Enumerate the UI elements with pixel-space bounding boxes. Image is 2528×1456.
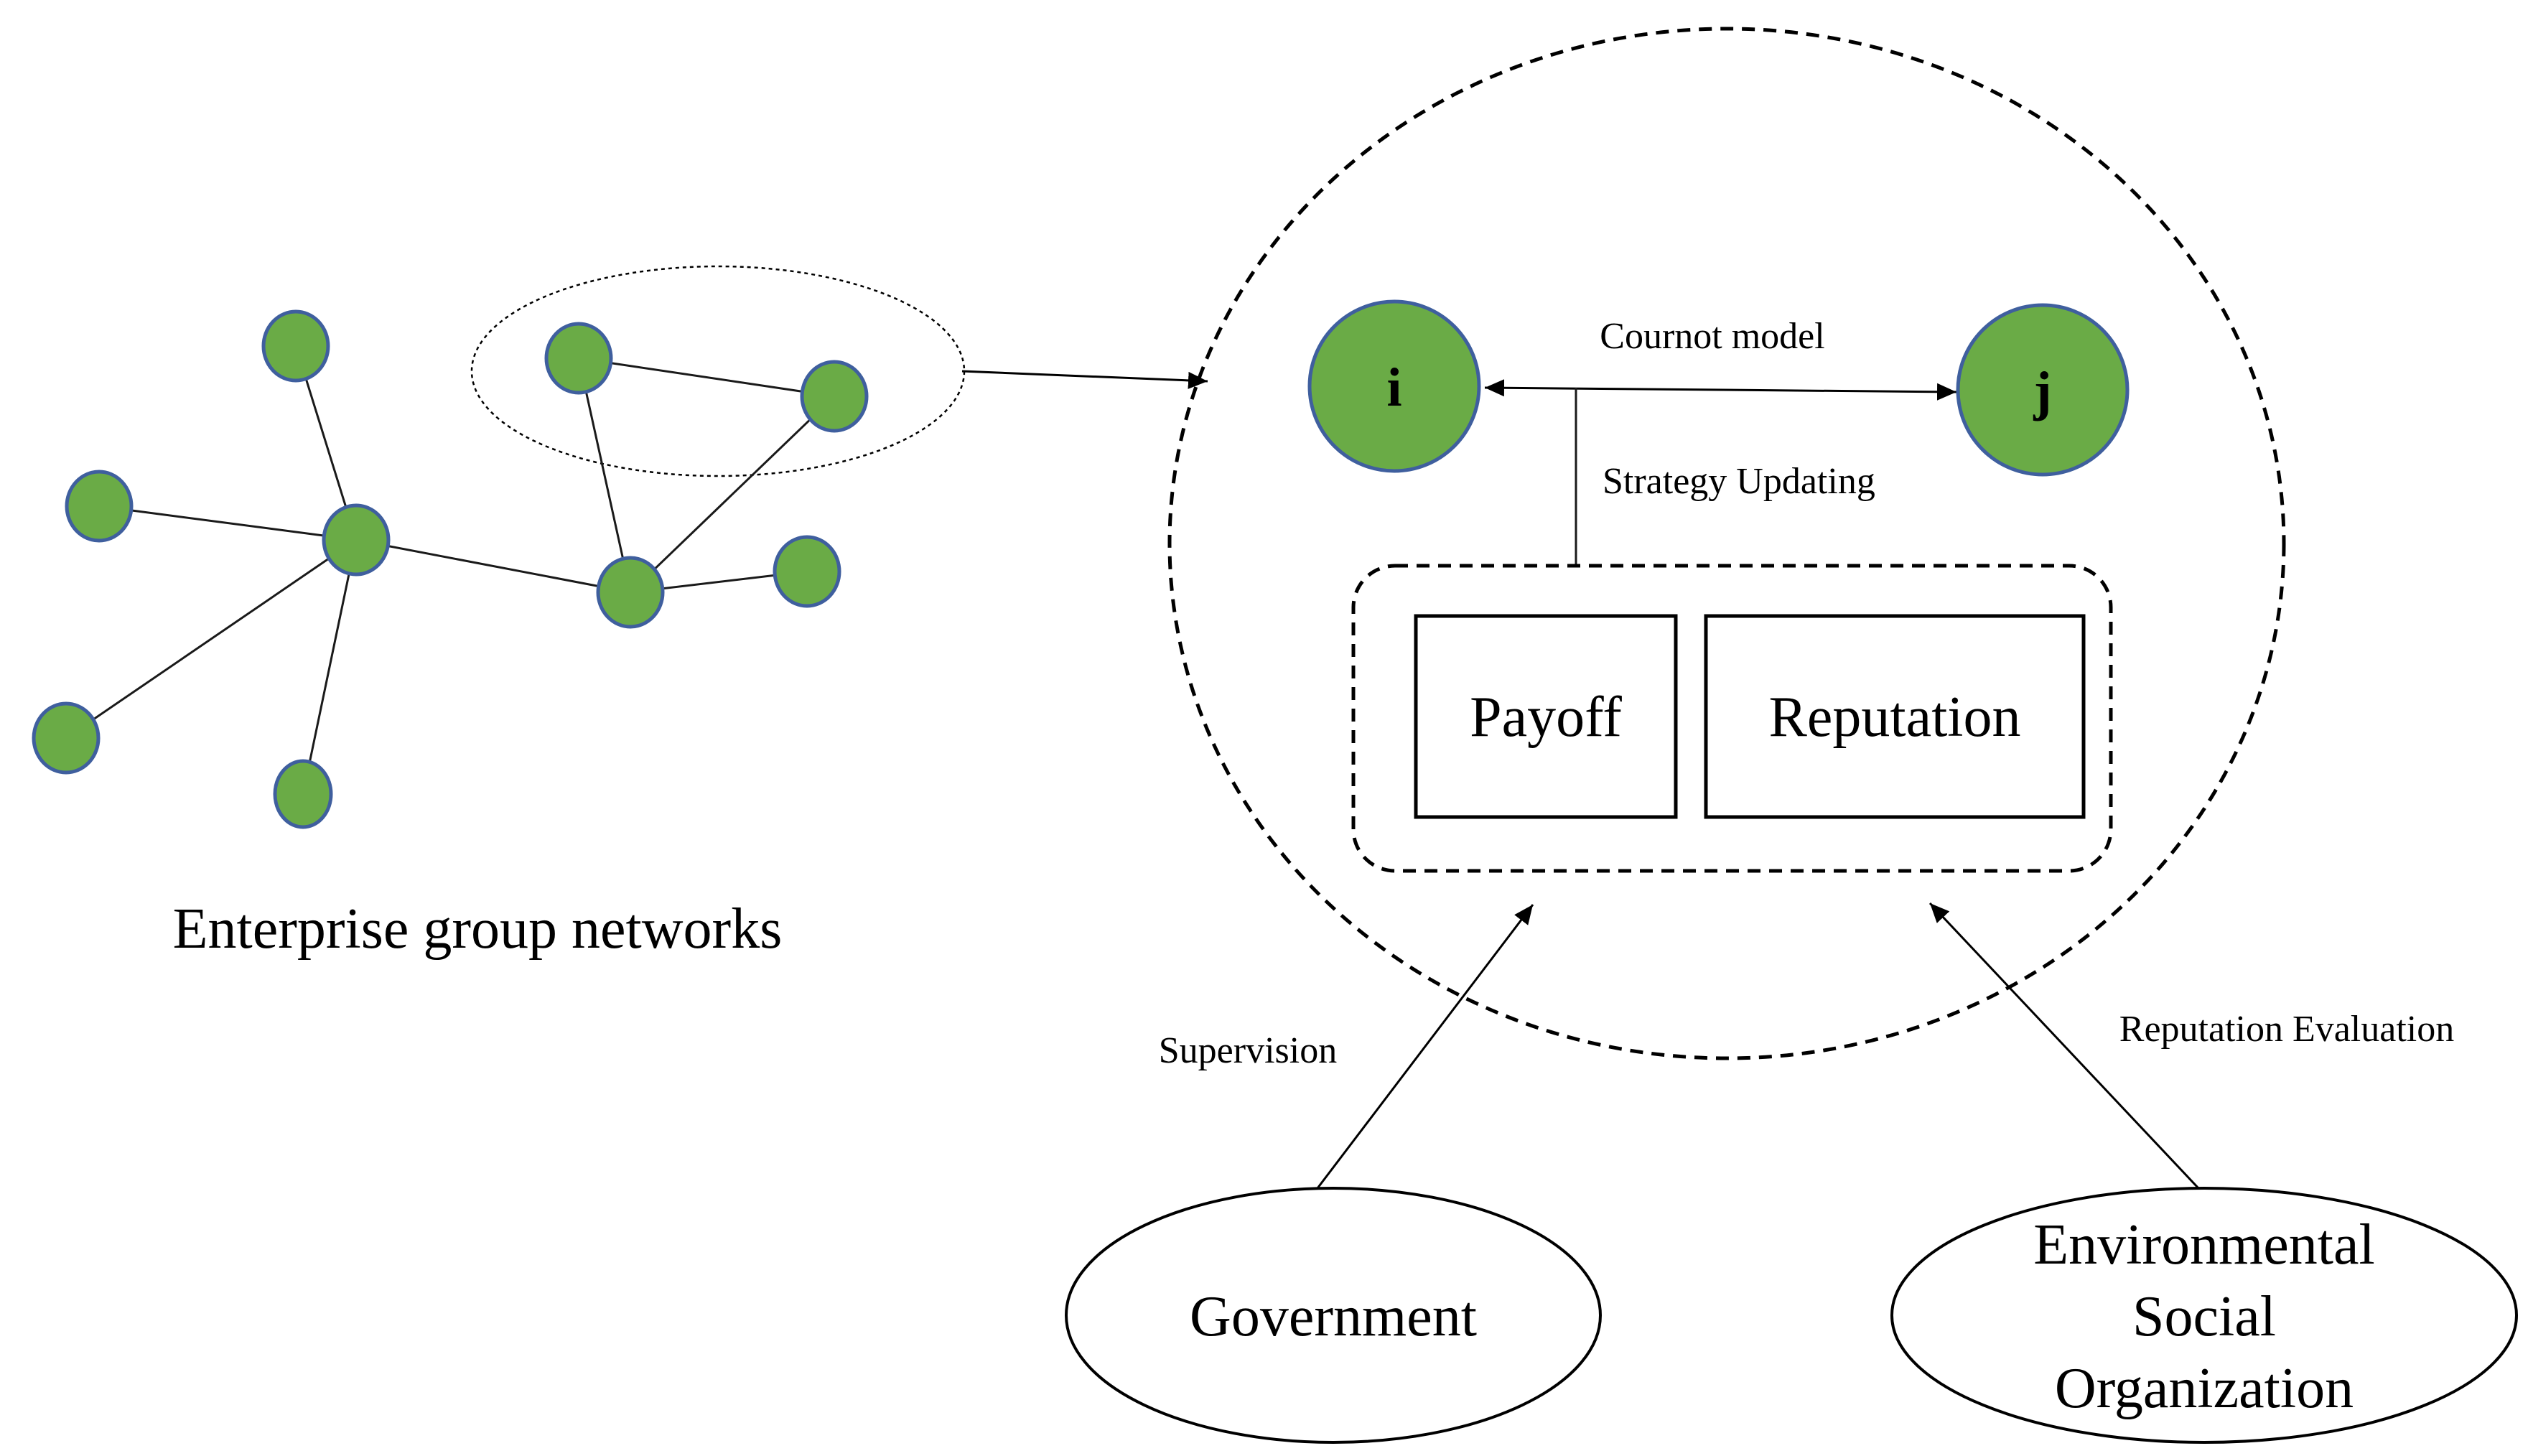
network-edge bbox=[577, 358, 632, 593]
eso-label-line-1: Environmental bbox=[2033, 1213, 2374, 1277]
game-boundary-circle bbox=[1167, 27, 2286, 1060]
player-j-node: j bbox=[1956, 303, 2130, 477]
player-i-circle bbox=[1307, 299, 1481, 473]
network-edge bbox=[98, 505, 357, 541]
player-j-label: j bbox=[2033, 361, 2051, 421]
strategy-update-label: Strategy Updating bbox=[1603, 461, 1875, 502]
network-node bbox=[65, 470, 134, 543]
network-node bbox=[32, 701, 101, 775]
cournot-label: Cournot model bbox=[1600, 316, 1824, 357]
eso-label-line-2: Social bbox=[2132, 1285, 2276, 1348]
government-ellipse bbox=[1065, 1187, 1602, 1444]
eso-label-line-3: Organization bbox=[2055, 1357, 2354, 1420]
attributes-container bbox=[1351, 564, 2113, 873]
player-j-circle bbox=[1956, 303, 2130, 477]
player-i-node: i bbox=[1307, 299, 1481, 473]
payoff-box bbox=[1414, 614, 1678, 819]
supervision-label: Supervision bbox=[1159, 1030, 1337, 1071]
network-node bbox=[544, 322, 613, 395]
network-edge bbox=[65, 538, 357, 739]
network-node bbox=[596, 556, 665, 629]
cournot-arrow bbox=[1484, 379, 1957, 401]
network-node bbox=[322, 503, 391, 577]
reputation-evaluation-arrow bbox=[1928, 902, 2200, 1190]
eso-actor: Reputation Evaluation Environmental Soci… bbox=[1890, 902, 2518, 1444]
government-actor: Supervision Government bbox=[1065, 904, 1602, 1444]
supervision-arrow bbox=[1316, 904, 1534, 1189]
reputation-label: Reputation bbox=[1768, 686, 2020, 749]
selected-subnetwork-ellipse bbox=[470, 265, 966, 477]
zoom-arrow bbox=[961, 370, 1208, 389]
network-node bbox=[800, 360, 869, 433]
network-node bbox=[273, 759, 333, 829]
network-node bbox=[773, 535, 841, 608]
game-detail: Cournot model Strategy Updating i j Payo… bbox=[1167, 27, 2286, 1060]
network-edge bbox=[355, 538, 631, 594]
network-caption: Enterprise group networks bbox=[173, 897, 783, 961]
enterprise-network: Enterprise group networks bbox=[32, 265, 966, 961]
payoff-label: Payoff bbox=[1470, 686, 1622, 749]
eso-ellipse bbox=[1890, 1187, 2518, 1444]
reputation-evaluation-label: Reputation Evaluation bbox=[2119, 1009, 2454, 1050]
reputation-box bbox=[1704, 614, 2086, 819]
government-label: Government bbox=[1190, 1285, 1477, 1348]
network-edge bbox=[302, 539, 358, 795]
player-i-label: i bbox=[1386, 358, 1401, 418]
network-edge bbox=[578, 357, 835, 398]
network-node bbox=[261, 309, 330, 383]
network-edge bbox=[629, 395, 836, 594]
